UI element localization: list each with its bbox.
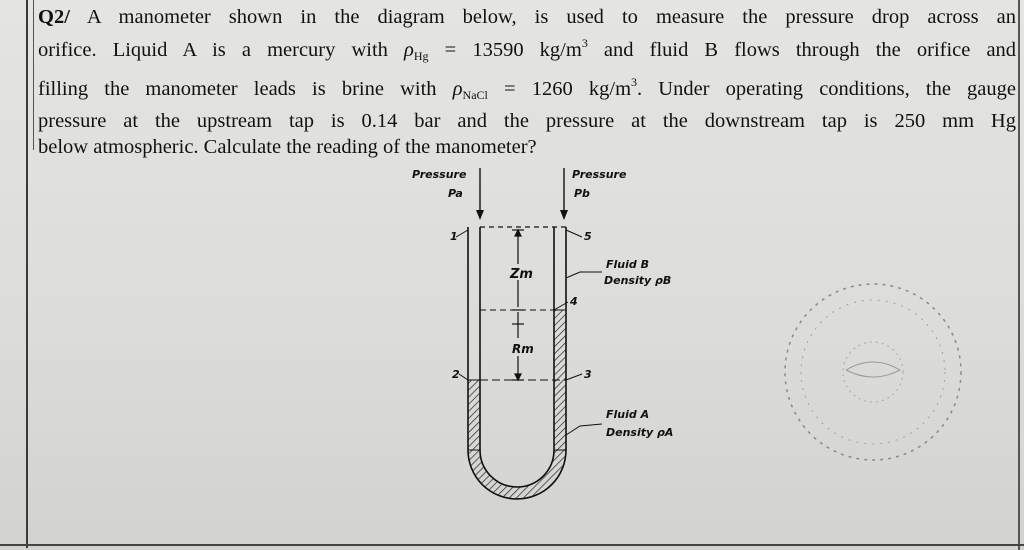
question-line-1: Q2/ A manometer shown in the diagram bel… [38, 6, 1016, 28]
embossed-seal [784, 283, 962, 461]
pb-label: Pb [574, 187, 590, 200]
zm-dimension [512, 228, 524, 311]
question-line-3: filling the manometer leads is brine wit… [38, 75, 1017, 102]
pressure-b-label: Pressure [572, 168, 627, 181]
question-text: Q2/ A manometer shown in the diagram bel… [38, 4, 1016, 160]
question-line-4: pressure at the upstream tap is 0.14 bar… [38, 110, 1016, 132]
mercury-fill [467, 309, 567, 500]
question-line-2: orifice. Liquid A is a mercury with ρHg … [38, 36, 1017, 63]
rm-label: Rm [512, 342, 534, 356]
left-margin-rule-inner [33, 0, 34, 150]
point-2-label: 2 [452, 368, 460, 381]
point-5-label: 5 [584, 230, 592, 243]
fluid-b-leader [565, 271, 602, 279]
fluid-a-label: Fluid A [606, 408, 649, 421]
fluid-a-leader [565, 423, 603, 436]
pa-label: Pa [448, 187, 463, 200]
density-b-label: Density ρB [604, 274, 671, 287]
right-margin-rule [1018, 0, 1020, 550]
manometer-diagram: Pressure Pa Pressure Pb [412, 168, 673, 500]
pressure-a-arrow [476, 168, 484, 220]
point-4-label: 4 [569, 295, 578, 308]
question-line-5: below atmospheric. Calculate the reading… [38, 136, 537, 158]
point-3-label: 3 [584, 368, 592, 381]
density-a-label: Density ρA [606, 426, 673, 439]
rm-dimension [512, 312, 524, 382]
fluid-b-label: Fluid B [606, 258, 649, 271]
left-margin-rule [26, 0, 28, 548]
pressure-a-label: Pressure [412, 168, 467, 181]
question-number: Q2/ [38, 6, 70, 28]
bottom-rule [0, 544, 1024, 546]
zm-label: Zm [509, 267, 533, 282]
point-1-label: 1 [450, 230, 458, 243]
pressure-b-arrow [560, 168, 568, 220]
